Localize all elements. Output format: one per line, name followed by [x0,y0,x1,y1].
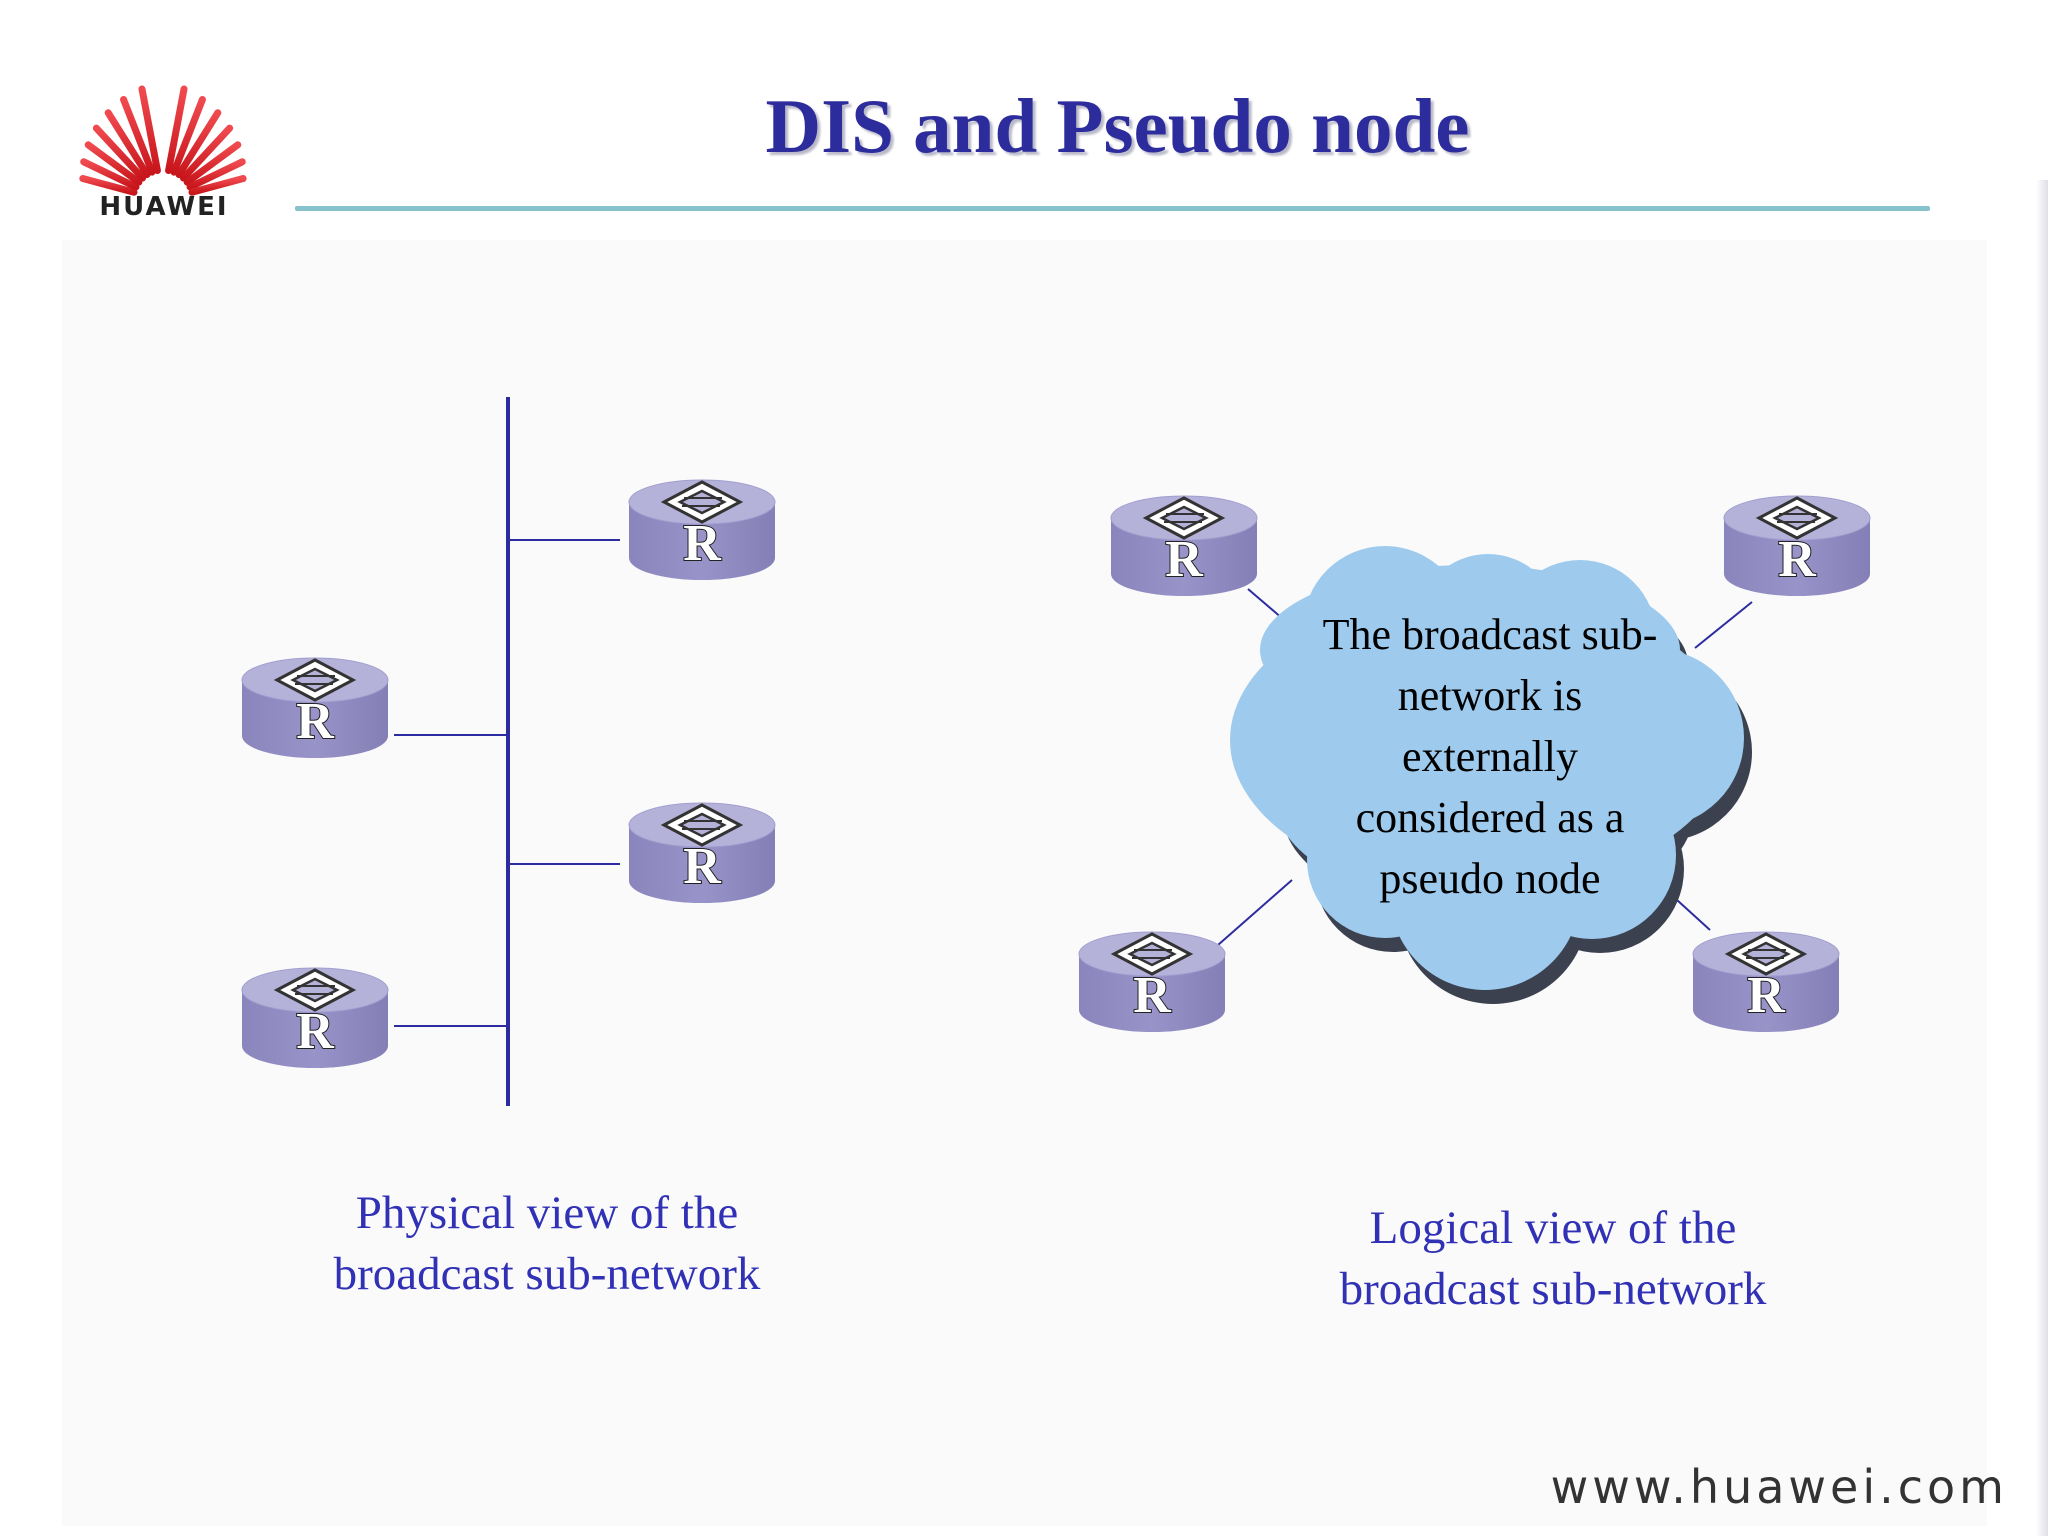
right-edge-shade [2036,180,2048,1536]
router-icon: R [1691,930,1841,1034]
router-icon: R [627,801,777,905]
logical-view: R R R R [1077,494,1872,1034]
logo-wordmark: HUAWEI [99,192,229,222]
logo-petal [92,124,147,182]
router-label: R [296,693,335,750]
huawei-logo-icon [79,78,247,196]
router-label: R [683,838,722,895]
logo-petal [120,95,156,176]
logical-view-caption: Logical view of the broadcast sub-networ… [1253,1198,1853,1320]
logo-petal [165,85,188,175]
logo-petal [188,175,247,196]
pseudo-node-link [1694,601,1753,649]
router-label: R [296,1003,335,1060]
title-divider [295,206,1930,211]
cloud-icon [1230,546,1752,1004]
logo-petal [179,124,234,182]
cloud-label-line: network is [1397,671,1583,720]
router-icon: R [240,656,390,760]
router-icon: R [1722,494,1872,598]
logo-petal [138,85,161,175]
logo-petals [79,78,247,196]
cloud-label-line: The broadcast sub- [1322,610,1658,659]
logo-petal [84,141,143,186]
cloud-label-line: externally [1402,732,1578,781]
router-icon: R [1109,494,1259,598]
caption-line: broadcast sub-network [333,1248,761,1300]
router-label: R [1747,967,1786,1024]
logo-petal [170,95,206,176]
pseudo-node-link [1217,879,1293,946]
caption-line: Logical view of the [1369,1202,1737,1254]
footer-website: www.huawei.com [1550,1460,2008,1514]
logo-petal [80,158,140,191]
logo-petal [79,175,138,196]
cloud-label: The broadcast sub- network is externally… [1275,604,1705,909]
router-icon: R [1077,930,1227,1034]
physical-view: R R R R [240,397,777,1106]
logo-petal [175,109,222,179]
router-icon: R [627,478,777,582]
logo-petal [186,158,246,191]
caption-line: Physical view of the [355,1187,739,1239]
page-title: DIS and Pseudo node [765,83,1470,169]
router-label: R [683,515,722,572]
logo-petal [183,141,242,186]
router-label: R [1133,967,1172,1024]
cloud-label-line: considered as a [1355,793,1625,842]
cloud-label-line: pseudo node [1379,854,1601,903]
router-icon: R [240,966,390,1070]
router-label: R [1165,531,1204,588]
logo-petal [104,109,151,179]
caption-line: broadcast sub-network [1339,1263,1767,1315]
physical-view-caption: Physical view of the broadcast sub-netwo… [247,1183,847,1305]
router-label: R [1778,531,1817,588]
